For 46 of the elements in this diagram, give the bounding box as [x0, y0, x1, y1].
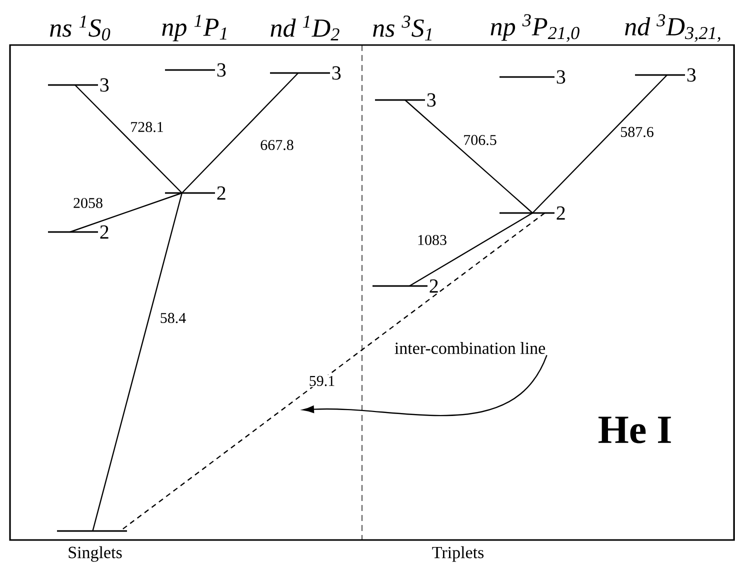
edge-label: 587.6	[619, 126, 655, 138]
edge-label: 1083	[416, 234, 448, 246]
transition-line	[92, 192, 183, 532]
node-label: 3	[100, 78, 109, 92]
column-heading: ns $^{1}$S$_{0}$	[50, 16, 110, 40]
energy-level: 3	[48, 78, 109, 92]
element-label: He I	[598, 416, 671, 444]
node-label: 3	[217, 63, 226, 77]
leader-arrow	[302, 354, 548, 416]
edge-label: 667.8	[259, 138, 295, 152]
node-label: 3	[556, 70, 566, 84]
node-label: 2	[217, 186, 226, 200]
node-label: 2	[430, 279, 438, 293]
energy-level: 3	[500, 70, 566, 84]
group-label: Singlets	[68, 546, 122, 562]
node-label: 3	[332, 66, 341, 80]
edge-label: 706.5	[462, 134, 498, 146]
transition-line	[532, 74, 668, 214]
edge-label: 58.4	[158, 312, 188, 324]
column-heading: nd $^{1}$D$_{2}$	[270, 16, 340, 40]
energy-level: 3	[375, 93, 436, 107]
column-heading: np $^{3}$P$_{21,0}$	[490, 14, 580, 42]
node-label: 2	[556, 206, 565, 220]
transition-line	[74, 84, 182, 194]
transition-line	[404, 100, 533, 214]
node-label: 2	[100, 225, 108, 239]
column-heading: np $^{1}$P$_{1}$	[162, 14, 226, 42]
energy-level: 2	[48, 225, 108, 239]
edge-label: 728.1	[129, 120, 165, 134]
energy-level: 2	[500, 206, 565, 220]
energy-level: 2	[165, 186, 226, 200]
energy-level: 3	[270, 66, 341, 80]
edge-label: 2058	[72, 196, 104, 210]
column-heading: ns $^{3}$S$_{1}$	[373, 16, 432, 40]
energy-level: 2	[372, 279, 438, 293]
annotation-text: inter-combination line	[394, 342, 546, 354]
energy-level: 3	[165, 63, 226, 77]
transition-line	[70, 192, 182, 233]
column-heading: nd $^{3}$D$_{3,21,}$	[625, 14, 720, 42]
transition-line	[182, 72, 299, 194]
node-label: 3	[687, 68, 696, 82]
group-label: Triplets	[432, 546, 484, 562]
node-label: 3	[427, 93, 436, 107]
energy-level: 3	[635, 68, 696, 82]
edge-label: 59.1	[308, 374, 336, 388]
transition-line	[409, 212, 533, 287]
